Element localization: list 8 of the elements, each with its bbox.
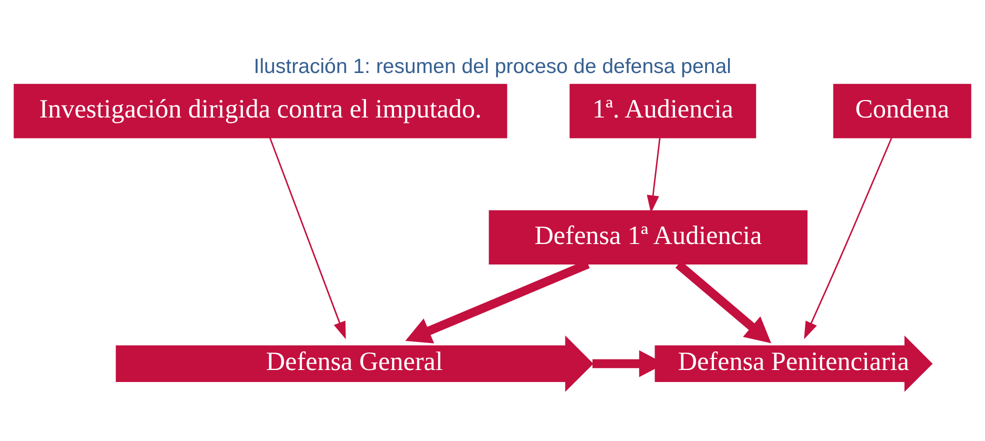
arrow — [804, 137, 892, 340]
node-box: Condena — [833, 84, 972, 138]
arrow — [646, 138, 661, 214]
node-box: Defensa 1ª Audiencia — [488, 210, 808, 265]
diagram-title: Ilustración 1: resumen del proceso de defensa penal — [254, 55, 732, 78]
node-box: Investigación dirigida contra el imputado. — [14, 84, 508, 138]
node-box: 1ª. Audiencia — [570, 84, 756, 138]
arrow — [269, 138, 346, 340]
